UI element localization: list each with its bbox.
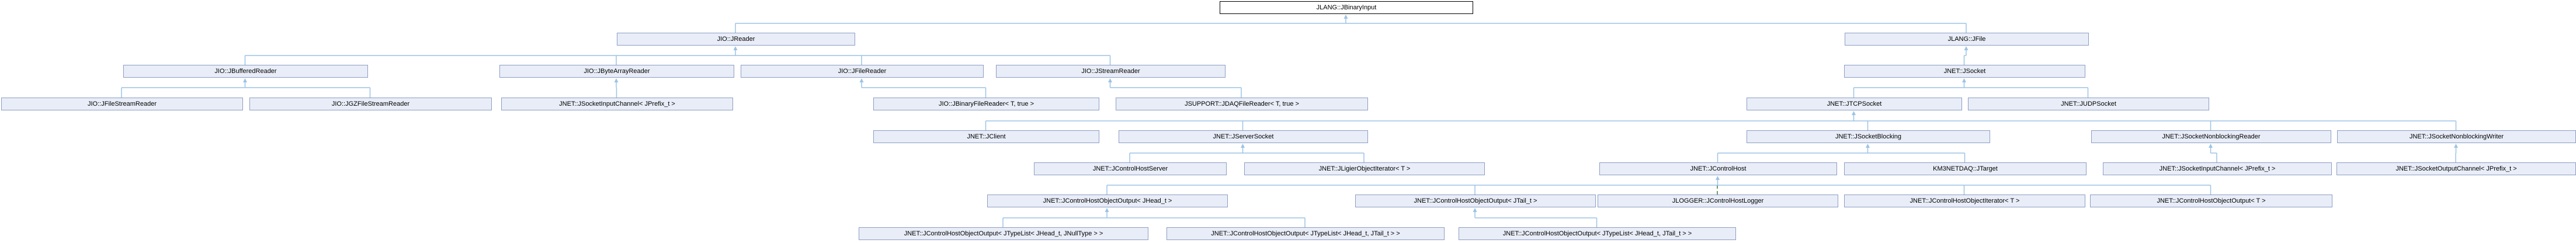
class-node[interactable]: JNET::JSocketNonblockingWriter [2337, 130, 2576, 143]
class-node[interactable]: JNET::JClient [873, 130, 1099, 143]
inheritance-arrowhead [1105, 208, 1109, 212]
inheritance-arrowhead [243, 78, 247, 82]
class-node[interactable]: JNET::JSocketNonblockingReader [2091, 130, 2331, 143]
inheritance-arrowhead [2209, 144, 2213, 148]
class-node[interactable]: JNET::JControlHostObjectOutput< JTypeLis… [1459, 227, 1736, 240]
class-node[interactable]: JNET::JControlHostObjectIterator< T > [1844, 195, 2085, 207]
class-node[interactable]: JSUPPORT::JDAQFileReader< T, true > [1116, 98, 1368, 110]
class-node[interactable]: JNET::JSocketBlocking [1747, 130, 1990, 143]
inheritance-arrowhead [1108, 78, 1112, 82]
inheritance-arrowhead [1343, 15, 1348, 19]
class-node[interactable]: JNET::JLigierObjectIterator< T > [1244, 162, 1485, 175]
class-node[interactable]: JNET::JSocketOutputChannel< JPrefix_t > [2337, 162, 2576, 175]
class-node[interactable]: KM3NETDAQ::JTarget [1844, 162, 2087, 175]
inheritance-arrowhead [733, 46, 738, 50]
class-node[interactable]: JNET::JControlHostServer [1034, 162, 1227, 175]
class-node[interactable]: JLOGGER::JControlHostLogger [1598, 195, 1838, 207]
class-node[interactable]: JIO::JReader [617, 33, 855, 46]
class-node[interactable]: JIO::JBufferedReader [123, 65, 368, 78]
class-node[interactable]: JNET::JSocketInputChannel< JPrefix_t > [2103, 162, 2332, 175]
class-node[interactable]: JNET::JSocketInputChannel< JPrefix_t > [501, 98, 733, 110]
class-node-main: JLANG::JBinaryInput [1220, 1, 1473, 14]
inheritance-arrowhead [859, 78, 864, 82]
class-node[interactable]: JNET::JControlHostObjectOutput< JTypeLis… [859, 227, 1148, 240]
inheritance-arrowhead [1852, 111, 1856, 115]
inheritance-arrowhead [1866, 144, 1870, 148]
class-node[interactable]: JIO::JByteArrayReader [499, 65, 734, 78]
class-node[interactable]: JNET::JControlHostObjectOutput< JTail_t … [1355, 195, 1596, 207]
class-node[interactable]: JNET::JTCPSocket [1747, 98, 1962, 110]
class-node[interactable]: JNET::JServerSocket [1119, 130, 1368, 143]
inheritance-arrowhead [1962, 78, 1966, 82]
class-node[interactable]: JIO::JFileReader [741, 65, 984, 78]
class-node[interactable]: JIO::JStreamReader [996, 65, 1225, 78]
inheritance-arrowhead [1473, 208, 1477, 212]
inheritance-arrowhead [1716, 176, 1720, 180]
class-node[interactable]: JNET::JControlHost [1599, 162, 1837, 175]
class-node[interactable]: JIO::JFileStreamReader [1, 98, 243, 110]
class-node[interactable]: JNET::JControlHostObjectOutput< JTypeLis… [1167, 227, 1445, 240]
class-node[interactable]: JNET::JControlHostObjectOutput< JHead_t … [987, 195, 1228, 207]
inheritance-arrowhead [1241, 144, 1245, 148]
inheritance-arrowhead [2454, 144, 2458, 148]
class-node[interactable]: JNET::JSocket [1844, 65, 2085, 78]
class-node[interactable]: JLANG::JFile [1845, 33, 2089, 46]
inheritance-arrowhead [614, 78, 619, 82]
inheritance-arrowhead [1964, 46, 1969, 50]
class-node[interactable]: JNET::JControlHostObjectOutput< T > [2090, 195, 2332, 207]
class-node[interactable]: JIO::JGZFileStreamReader [249, 98, 492, 110]
class-node[interactable]: JIO::JBinaryFileReader< T, true > [873, 98, 1099, 110]
class-node[interactable]: JNET::JUDPSocket [1968, 98, 2209, 110]
